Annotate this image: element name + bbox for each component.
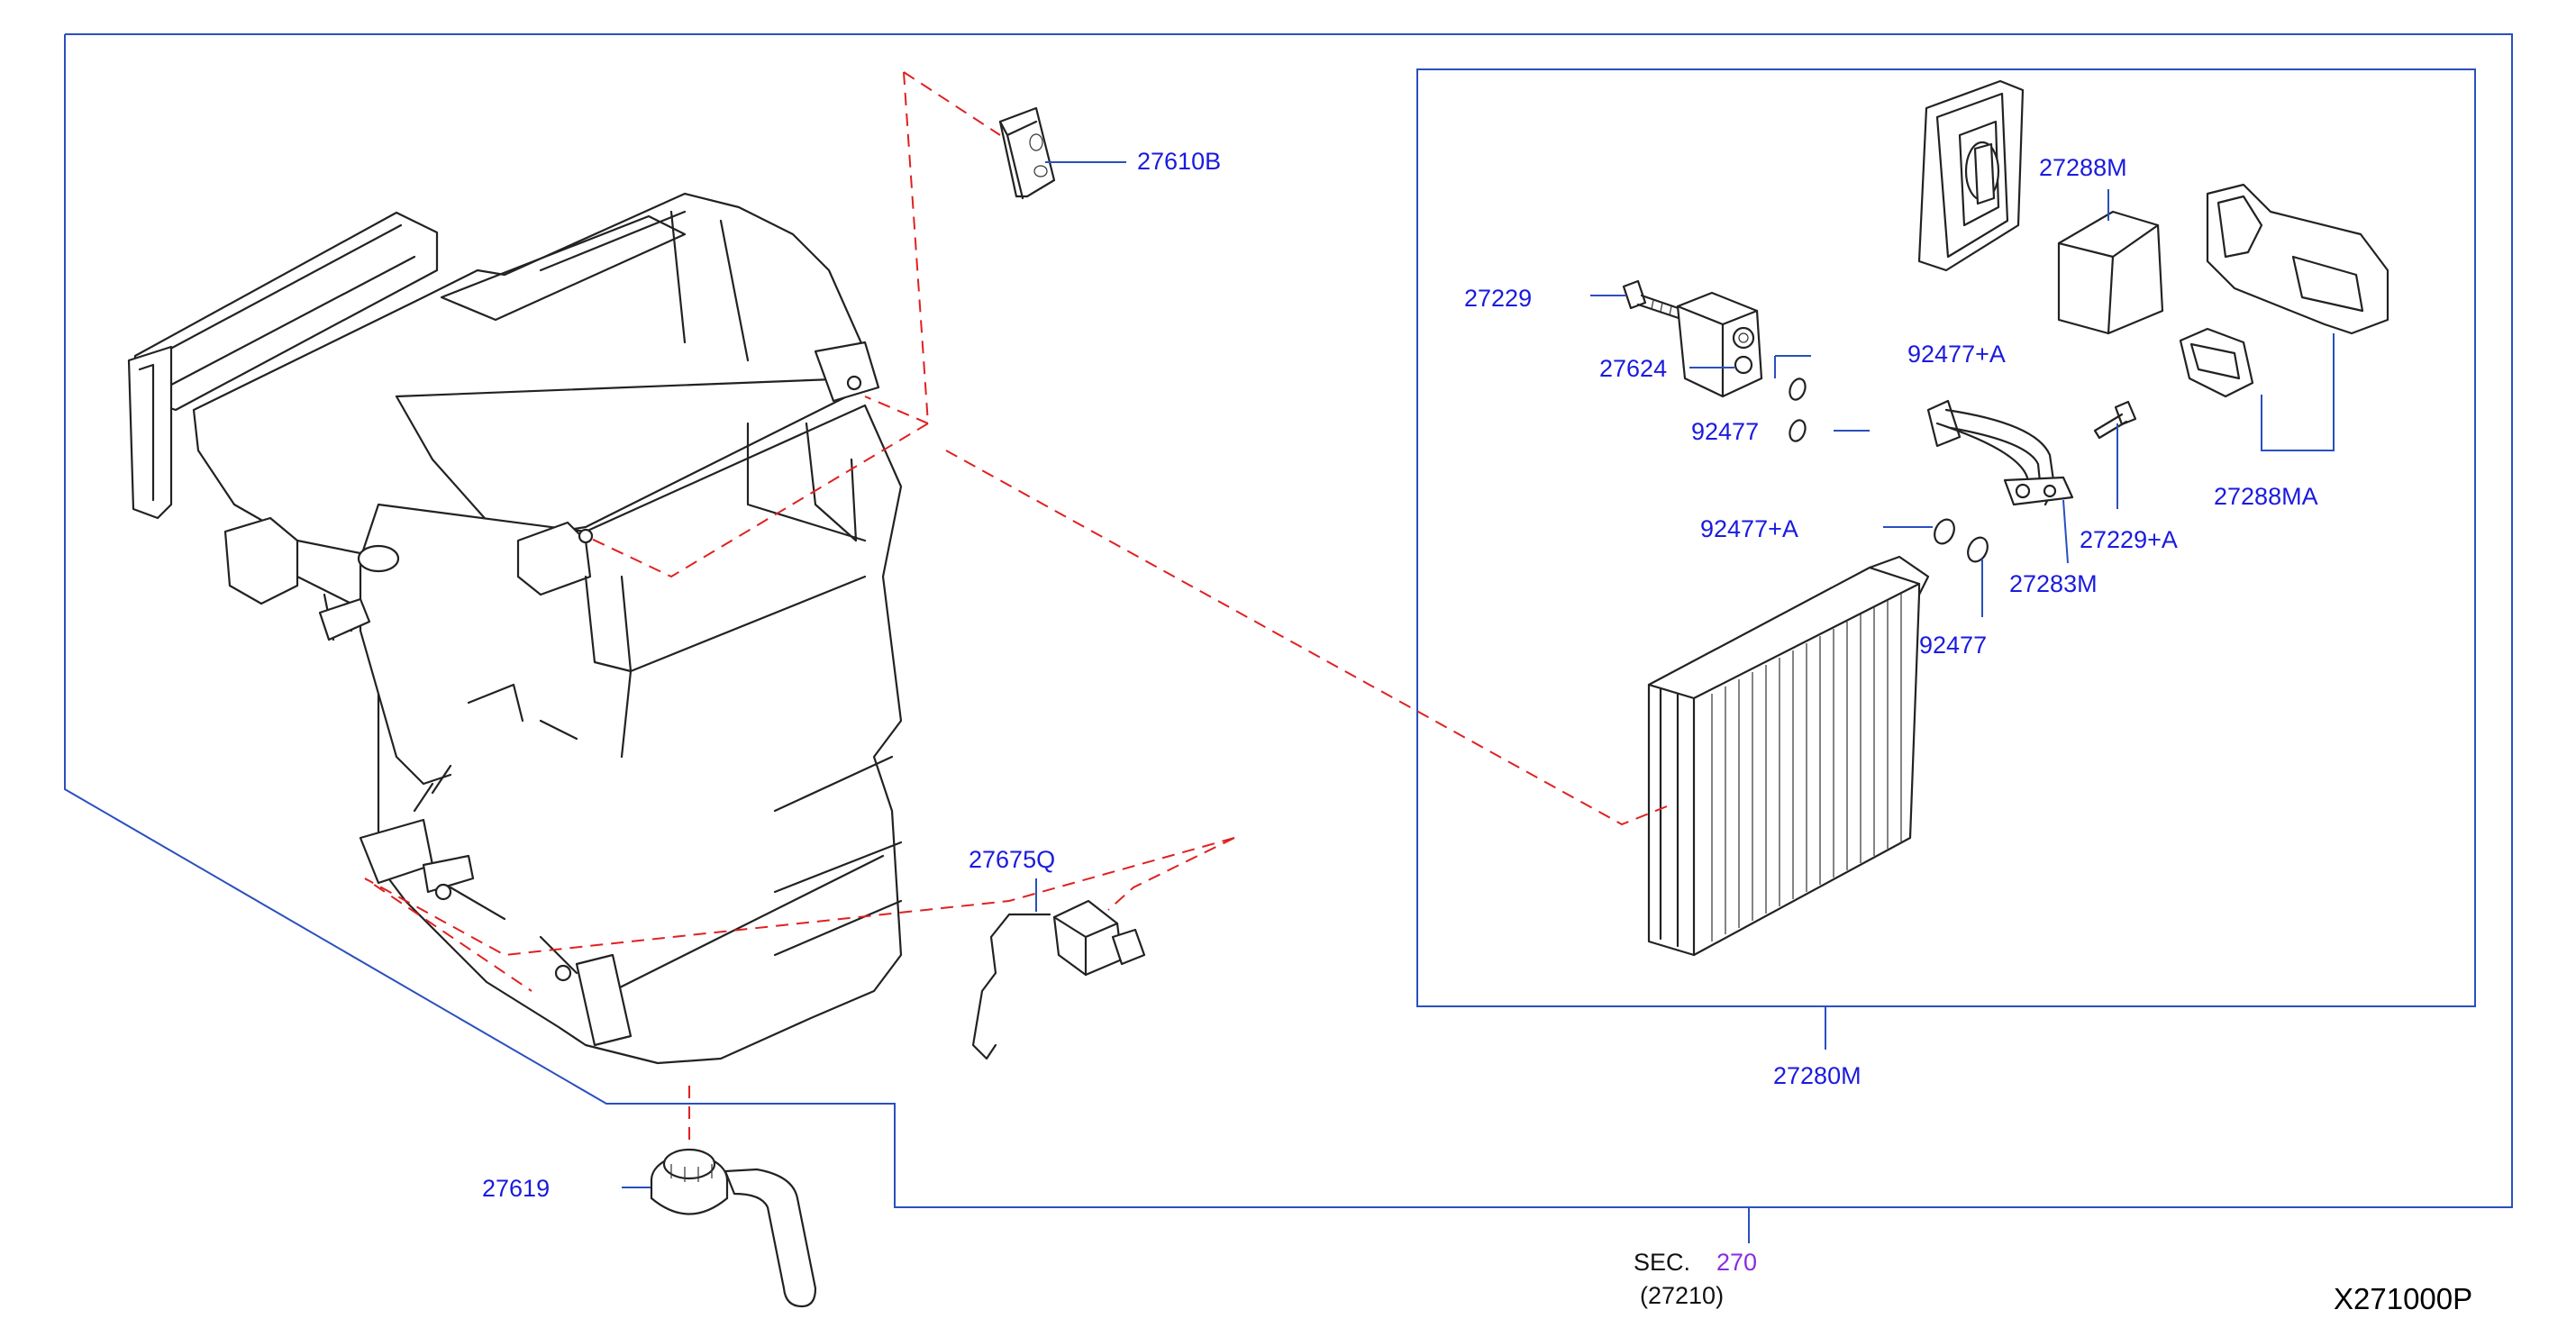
bolt-27229A-drawing [2093,400,2137,440]
insulator-27288M-drawing [2057,210,2164,335]
expansion-valve-27624-drawing [1676,291,1763,398]
sec-number-link[interactable]: 270 [1716,1249,1757,1276]
aspirator-27619-drawing [650,1148,817,1308]
sec-subref: (27210) [1640,1282,1724,1309]
label-92477A-top[interactable]: 92477+A [1907,341,2006,368]
duct-27288MA-drawing [2179,183,2389,398]
label-92477-mid[interactable]: 92477 [1919,632,1987,659]
outer-frame [64,33,2513,1208]
label-27280M[interactable]: 27280M [1773,1062,1861,1089]
label-27229A[interactable]: 27229+A [2080,526,2178,553]
label-27288M[interactable]: 27288M [2039,154,2127,181]
label-92477-top[interactable]: 92477 [1691,418,1759,445]
label-27619[interactable]: 27619 [482,1175,550,1202]
cover-27288M-drawing [1917,79,2025,272]
dashed-links [364,71,1668,1140]
label-92477A-mid[interactable]: 92477+A [1700,515,1798,542]
label-27624[interactable]: 27624 [1599,355,1667,382]
o-rings-top-drawing [1789,377,1807,442]
sec-prefix: SEC. [1634,1249,1690,1276]
seal-27610B-drawing [998,106,1056,200]
label-27675Q[interactable]: 27675Q [969,846,1055,873]
hvac-unit-drawing [127,192,903,1065]
pipe-27283M-drawing [1926,399,2074,506]
evaporator-frame [1416,68,2476,1007]
evaporator-core-drawing [1647,555,1930,957]
o-rings-mid-drawing [1934,518,1989,563]
label-27283M[interactable]: 27283M [2009,570,2098,597]
leader-lines [622,161,2335,1188]
label-27610B[interactable]: 27610B [1137,148,1221,175]
label-27288MA[interactable]: 27288MA [2214,483,2318,510]
diagram-code: X271000P [2334,1282,2472,1315]
label-27229[interactable]: 27229 [1464,285,1532,312]
sensor-27675Q-drawing [971,899,1146,1060]
